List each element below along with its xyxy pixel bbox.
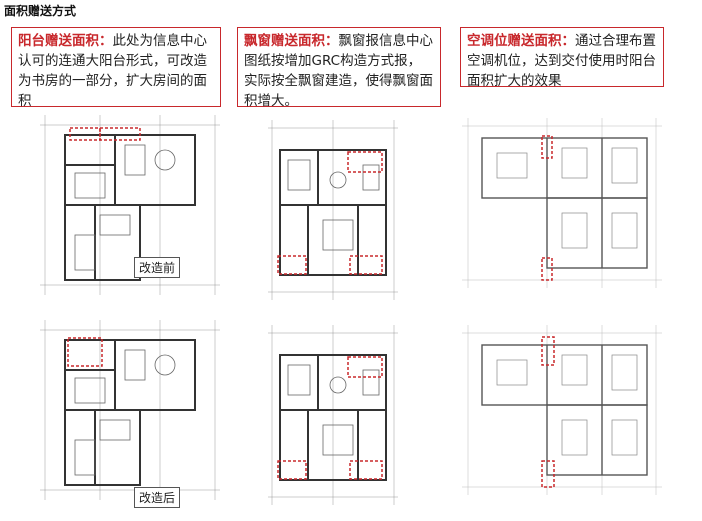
callout-ac-position-lead: 空调位赠送面积： [467,33,575,49]
page-title: 面积赠送方式 [4,4,77,18]
floor-plan-balcony-after [40,320,220,500]
floor-plan-bay-window-before [268,120,398,300]
callout-bay-window: 飘窗赠送面积：飘窗报信息中心图纸按增加GRC构造方式报，实际按全飘窗建造，使得飘… [237,27,441,109]
callout-bay-window-body: 飘窗报信息中心图纸按增加GRC构造方式报，实际按全飘窗建造，使得飘窗面积增大。 [244,33,433,109]
floor-plan-ac-before [462,118,662,288]
floor-plan-balcony-before [40,115,220,295]
callout-balcony-lead: 阳台赠送面积： [18,33,113,49]
tag-after-1: 改造后 [134,487,181,508]
callout-ac-position-body: 通过合理布置空调机位，达到交付使用时阳台面积扩大的效果 [467,33,656,89]
callout-balcony-body: 此处为信息中心认可的连通大阳台形式，可改造为书房的一部分，扩大房间的面积 [18,33,207,109]
callout-bay-window-lead: 飘窗赠送面积： [244,33,339,49]
tag-before-1: 改造前 [134,257,181,278]
floor-plan-bay-window-after [268,325,398,505]
callout-ac-position: 空调位赠送面积：通过合理布置空调机位，达到交付使用时阳台面积扩大的效果 [460,27,664,89]
floor-plan-ac-after [462,325,662,495]
callout-balcony: 阳台赠送面积：此处为信息中心认可的连通大阳台形式，可改造为书房的一部分，扩大房间… [11,27,221,109]
